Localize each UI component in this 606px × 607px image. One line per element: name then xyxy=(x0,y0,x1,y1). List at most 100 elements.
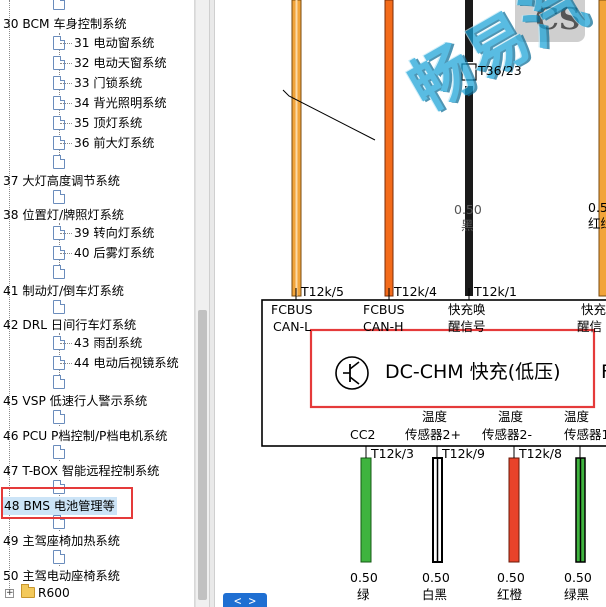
document-icon xyxy=(53,56,65,70)
wire-color-label: 黑 xyxy=(461,218,474,233)
tree-item-46[interactable]: 46 PCU P档控制/P档电机系统 xyxy=(3,429,168,443)
wire-gauge-label: 0.5 xyxy=(588,200,606,215)
document-icon xyxy=(53,155,65,169)
wire-color-label: 绿 xyxy=(357,587,370,602)
tree-item-45[interactable]: 45 VSP 低速行人警示系统 xyxy=(3,394,148,408)
transistor-symbol-icon xyxy=(335,356,369,390)
vertical-scrollbar[interactable] xyxy=(195,0,209,607)
bottom-wire-temp2p xyxy=(432,457,443,563)
document-icon xyxy=(53,300,65,314)
document-icon xyxy=(53,356,65,370)
pin-label: T12k/3 xyxy=(371,446,414,461)
tree-item-39[interactable]: 39 转向灯系统 xyxy=(74,226,155,240)
tree-item-48-selected[interactable]: 48 BMS 电池管理等 xyxy=(2,497,117,515)
bottom-wire-temp2m xyxy=(508,457,520,563)
wire-color-label: 绿黑 xyxy=(564,587,590,602)
signal-label: FCBUS xyxy=(271,302,313,317)
bottom-wire-cc2 xyxy=(360,457,372,563)
pane-splitter[interactable] xyxy=(209,0,215,607)
signal-label: 温度 xyxy=(498,409,524,424)
signal-label: CC2 xyxy=(350,427,376,442)
signal-label: 温度 xyxy=(422,409,448,424)
scroll-thumb[interactable] xyxy=(198,310,207,600)
diagram-canvas xyxy=(261,0,606,563)
tree-item-34[interactable]: 34 背光照明系统 xyxy=(74,96,167,110)
tree-item-41[interactable]: 41 制动灯/倒车灯系统 xyxy=(3,284,124,298)
pin-label: T12k/4 xyxy=(394,284,437,299)
logo-badge: CS xyxy=(515,0,585,42)
tree-item-50[interactable]: 50 主驾电动座椅系统 xyxy=(3,569,120,583)
tree-item-35[interactable]: 35 顶灯系统 xyxy=(74,116,143,130)
module-box xyxy=(261,299,606,447)
top-wire-fcbus-canl xyxy=(291,0,302,297)
document-icon xyxy=(53,265,65,279)
document-icon xyxy=(53,550,65,564)
tree-item-49[interactable]: 49 主驾座椅加热系统 xyxy=(3,534,120,548)
leader-line xyxy=(282,89,376,141)
signal-label: 温度 xyxy=(564,409,590,424)
wire-color-label: 红绿 xyxy=(588,216,606,231)
top-wire-fcbus-canh xyxy=(384,0,394,297)
wire-gauge-label: 0.50 xyxy=(350,570,378,585)
tree-item-43[interactable]: 43 雨刮系统 xyxy=(74,336,143,350)
document-icon xyxy=(53,0,65,10)
pin-label: T12k/5 xyxy=(301,284,344,299)
folder-icon xyxy=(21,584,35,598)
signal-label: 传感器2- xyxy=(482,427,532,442)
wire-gauge-label: 0.50 xyxy=(564,570,592,585)
signal-label: CAN-H xyxy=(363,319,404,334)
tree-item-42[interactable]: 42 DRL 日间行车灯系统 xyxy=(3,318,137,332)
tree-connector xyxy=(60,143,72,144)
tree-item-32[interactable]: 32 电动天窗系统 xyxy=(74,56,167,70)
top-wire-wake xyxy=(465,0,473,296)
page-nav-button[interactable]: < > xyxy=(223,593,267,607)
tree-item-31[interactable]: 31 电动窗系统 xyxy=(74,36,155,50)
tree-item-36[interactable]: 36 前大灯系统 xyxy=(74,136,155,150)
tree-connector xyxy=(60,363,72,364)
top-wire-right xyxy=(598,0,606,297)
tree-item-47[interactable]: 47 T-BOX 智能远程控制系统 xyxy=(3,464,160,478)
wire-color-label: 红橙 xyxy=(497,587,523,602)
connector-t36-marker xyxy=(461,63,477,81)
document-icon xyxy=(53,410,65,424)
bottom-wire-temp1p xyxy=(575,457,586,563)
tree-connector xyxy=(60,83,72,84)
tree-connector xyxy=(60,233,72,234)
tree-item-33[interactable]: 33 门锁系统 xyxy=(74,76,143,90)
tree-connector xyxy=(60,103,72,104)
signal-label: 快充 xyxy=(581,302,606,317)
wire-gauge-label: 0.50 xyxy=(422,570,450,585)
logo-text: CS xyxy=(535,2,581,37)
module-highlight-box xyxy=(309,328,596,409)
signal-label: 传感器1+ xyxy=(564,427,606,442)
tree-item-44[interactable]: 44 电动后视镜系统 xyxy=(74,356,179,370)
signal-label: CAN-L xyxy=(273,319,312,334)
module-title: DC-CHM 快充(低压) xyxy=(385,361,561,383)
signal-label: 醒信 xyxy=(577,319,603,334)
signal-label: 醒信号 xyxy=(448,319,486,334)
signal-label: 传感器2+ xyxy=(405,427,461,442)
tree-connector xyxy=(60,43,72,44)
tree-item-30[interactable]: 30 BCM 车身控制系统 xyxy=(3,17,127,31)
signal-label: FCBUS xyxy=(363,302,405,317)
tree-connector xyxy=(60,253,72,254)
wire-gauge-label: 0.50 xyxy=(454,202,482,217)
tree-connector xyxy=(60,343,72,344)
tree-connector xyxy=(60,63,72,64)
signal-label: 快充唤 xyxy=(448,302,486,317)
pin-label: T12k/8 xyxy=(519,446,562,461)
tree-item-37[interactable]: 37 大灯高度调节系统 xyxy=(3,174,120,188)
document-icon xyxy=(53,375,65,389)
tree-connector xyxy=(60,123,72,124)
tree-folder-r600[interactable]: R600 xyxy=(38,586,70,600)
pin-label: T12k/9 xyxy=(442,446,485,461)
wire-color-label: 白黑 xyxy=(422,587,448,602)
tree-view[interactable]: 30 BCM 车身控制系统 31 电动窗系统 32 电动天窗系统 33 门锁系统… xyxy=(0,0,195,607)
wiring-diagram: CS 畅易汽 T36/23 0.50 黑 0.5 红绿 T12k/5 T12k/… xyxy=(215,0,606,607)
module-title-suffix: F xyxy=(601,360,606,384)
expand-toggle-icon[interactable]: + xyxy=(5,588,14,598)
highlight-box xyxy=(1,487,133,519)
tree-item-40[interactable]: 40 后雾灯系统 xyxy=(74,246,155,260)
document-icon xyxy=(53,190,65,204)
tree-item-38[interactable]: 38 位置灯/牌照灯系统 xyxy=(3,208,124,222)
